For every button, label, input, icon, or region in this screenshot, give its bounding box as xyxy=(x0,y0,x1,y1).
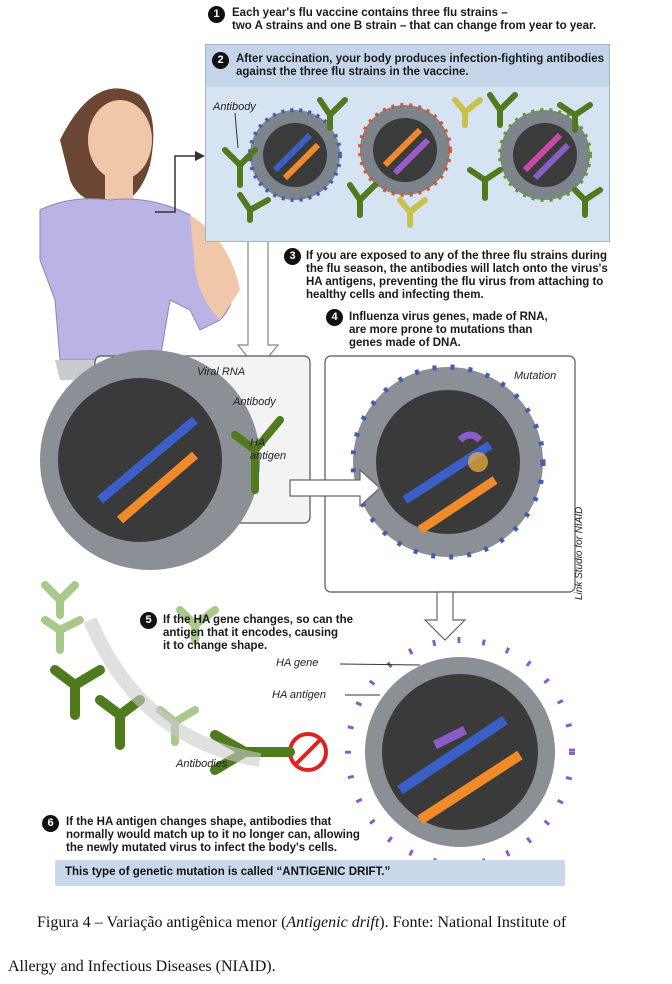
antibodies-panel2 xyxy=(222,92,603,223)
step-6-text: If the HA antigen changes shape, antibod… xyxy=(66,816,360,855)
label-antibody-mid: Antibody xyxy=(233,396,276,408)
step-2-line-1: After vaccination, your body produces in… xyxy=(236,53,605,65)
antibodies-faded xyxy=(41,581,219,746)
antigenic-drift-banner: This type of genetic mutation is called … xyxy=(55,860,565,886)
step-2-number: 2 xyxy=(212,52,229,69)
step-3-line-1: If you are exposed to any of the three f… xyxy=(306,250,607,262)
vaccination-panel-header xyxy=(206,45,609,87)
step-4-number: 4 xyxy=(326,309,343,326)
step-5-line-2: antigen that it encodes, causing xyxy=(163,627,339,639)
caption-suffix: ). Fonte: National Institute of xyxy=(379,914,567,931)
step-6-number: 6 xyxy=(42,815,59,832)
caption-italic: Antigenic drift xyxy=(286,914,380,931)
step-2-line-2: against the three flu strains in the vac… xyxy=(236,66,469,78)
step-5-line-1: If the HA gene changes, so can the xyxy=(163,614,354,626)
caption-prefix: Figura 4 – Variação antigênica menor ( xyxy=(37,914,287,931)
vaccine-virus-3 xyxy=(498,108,592,202)
step-1-text: Each year's flu vaccine contains three f… xyxy=(232,7,596,33)
label-viral-rna: Viral RNA xyxy=(197,366,246,378)
credit-label: Link Studio for NIAID xyxy=(574,506,585,600)
inset-right xyxy=(324,355,576,593)
step-4-line-3: genes made of DNA. xyxy=(349,337,461,349)
label-ha-mid-2: antigen xyxy=(250,450,287,462)
figure-caption-line-1: Figura 4 – Variação antigênica menor (An… xyxy=(37,914,566,932)
step-4-line-2: are more prone to mutations than xyxy=(349,324,533,336)
step-3-text: If you are exposed to any of the three f… xyxy=(306,250,608,302)
label-ha-antigen-bottom: HA antigen xyxy=(272,689,327,701)
blocked-symbol xyxy=(288,732,328,772)
step-1-line-1: Each year's flu vaccine contains three f… xyxy=(232,7,508,19)
mutated-virus xyxy=(345,637,575,867)
step-5-line-3: it to change shape. xyxy=(163,640,268,652)
step-5-text: If the HA gene changes, so can the antig… xyxy=(163,614,353,653)
label-ha-mid-1: HA xyxy=(250,437,266,449)
step-4-text: Influenza virus genes, made of RNA, are … xyxy=(349,311,548,350)
figure-caption-line-2: Allergy and Infectious Diseases (NIAID). xyxy=(8,958,276,975)
step-1-number: 1 xyxy=(208,6,225,23)
inset-left xyxy=(40,350,311,570)
step-6-line-3: the newly mutated virus to infect the bo… xyxy=(66,842,338,854)
step-3-line-3: HA antigens, preventing the flu virus fr… xyxy=(306,276,604,288)
label-antibody-top: Antibody xyxy=(213,101,256,113)
step-3-number: 3 xyxy=(284,248,301,265)
step-6-line-1: If the HA antigen changes shape, antibod… xyxy=(66,816,332,828)
antigenic-drift-text: This type of genetic mutation is called … xyxy=(65,866,391,878)
step-2-text: After vaccination, your body produces in… xyxy=(236,53,604,79)
step-5-number: 5 xyxy=(140,612,157,629)
vaccine-virus-1 xyxy=(248,108,342,202)
label-ha-gene: HA gene xyxy=(276,657,319,669)
step-6-line-2: normally would match up to it no longer … xyxy=(66,829,360,841)
step-4-line-1: Influenza virus genes, made of RNA, xyxy=(349,311,548,323)
step-3-line-4: healthy cells and infecting them. xyxy=(306,289,484,301)
vaccine-virus-2 xyxy=(358,103,452,197)
step-1-line-2: two A strains and one B strain – that ca… xyxy=(232,20,597,32)
label-mutation: Mutation xyxy=(514,370,557,382)
step-3-line-2: the flu season, the antibodies will latc… xyxy=(306,263,608,275)
label-antibodies: Antibodies xyxy=(176,758,228,770)
